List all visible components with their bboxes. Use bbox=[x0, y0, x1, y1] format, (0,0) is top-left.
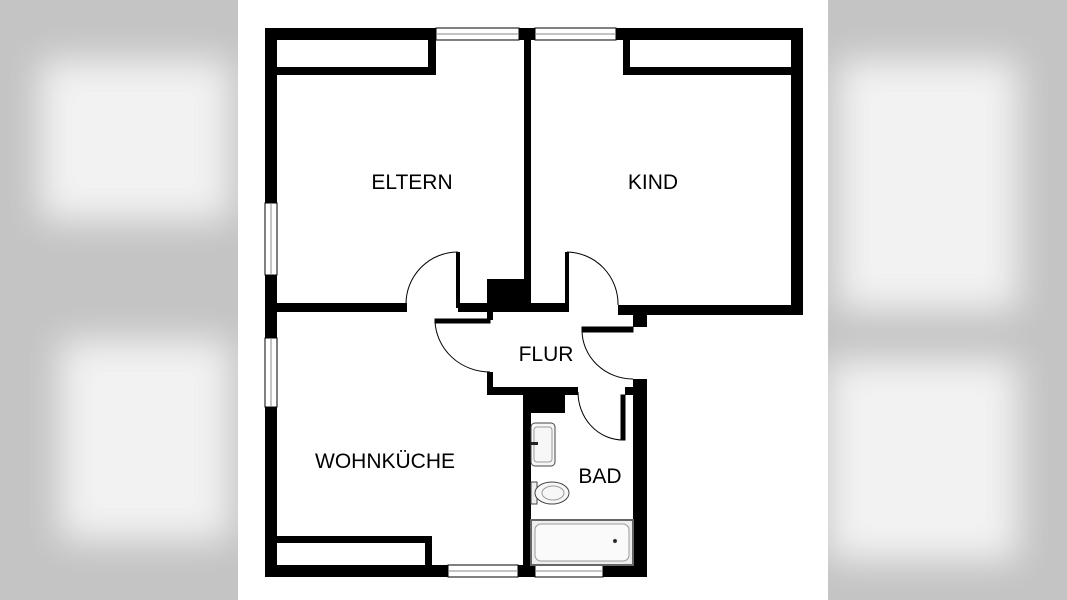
blurred-background-right bbox=[828, 0, 1067, 600]
walls bbox=[265, 28, 803, 577]
blurred-background-left bbox=[0, 0, 238, 600]
doors bbox=[405, 251, 634, 441]
door-swing-flur bbox=[581, 329, 634, 380]
door-swing-eltern bbox=[405, 251, 459, 305]
room-label-flur: FLUR bbox=[519, 343, 574, 366]
room-label-kind: KIND bbox=[628, 171, 678, 194]
door-leaf-kind-flur bbox=[581, 326, 634, 333]
bath-fixtures bbox=[530, 422, 634, 566]
room-label-bad: BAD bbox=[578, 465, 621, 488]
door-leaf-bad bbox=[620, 394, 626, 441]
door-swing-bad bbox=[577, 391, 624, 441]
room-label-eltern: ELTERN bbox=[371, 171, 452, 194]
door-leaf-wohnkueche bbox=[434, 318, 491, 324]
room-label-wohnkueche: WOHNKÜCHE bbox=[315, 450, 455, 473]
floor-plan: ELTERN KIND FLUR WOHNKÜCHE BAD bbox=[238, 0, 828, 600]
door-swing-wohnkueche bbox=[434, 320, 491, 373]
windows bbox=[264, 27, 617, 578]
door-swing-kind bbox=[566, 251, 619, 306]
room-labels: ELTERN KIND FLUR WOHNKÜCHE BAD bbox=[315, 171, 678, 488]
